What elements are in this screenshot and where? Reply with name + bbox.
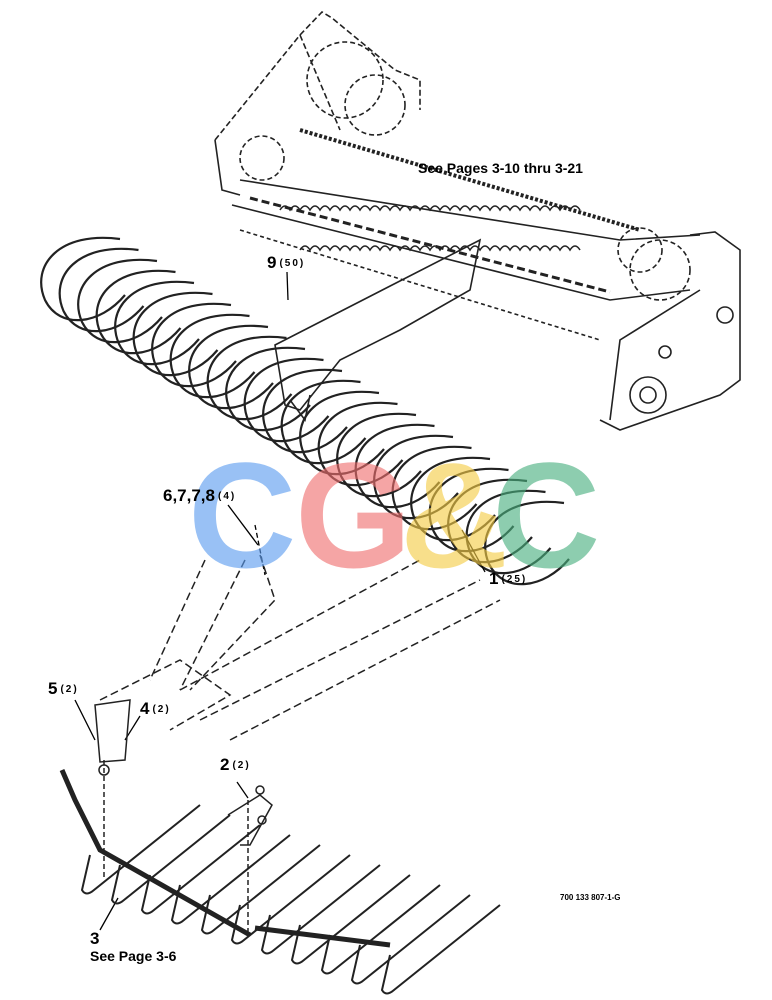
stripper-bar	[410, 456, 496, 542]
stripper-bar	[95, 269, 182, 355]
stripper-bar	[206, 335, 293, 421]
callout-4-number: 4	[140, 699, 150, 718]
reference-note-bottom: See Page 3-6	[90, 948, 177, 964]
windguard-tine	[110, 814, 231, 905]
reference-note-top: See Pages 3-10 thru 3-21	[418, 160, 583, 176]
stripper-bar	[336, 412, 422, 498]
stripper-bar	[225, 346, 311, 432]
mounting-arms-drawing	[94, 554, 501, 846]
stripper-bar	[484, 500, 570, 586]
callout-2: 2(2)	[220, 756, 251, 774]
stripper-bar	[391, 445, 478, 531]
windguard-tine	[350, 894, 471, 985]
callout-6-7-7-8-qty: (4)	[218, 491, 237, 502]
windguard-tine	[140, 824, 261, 915]
stripper-bar	[447, 478, 533, 564]
windguard-tine	[260, 864, 381, 955]
callout-5-number: 5	[48, 679, 58, 698]
stripper-bar	[114, 280, 200, 366]
callout-1: 1(25)	[489, 570, 527, 588]
windguard-tine	[380, 904, 501, 995]
windguard-tine	[320, 884, 441, 975]
callout-6-7-7-8-number: 6,7,7,8	[163, 486, 215, 505]
stripper-bar	[317, 401, 404, 487]
watermark-ampersand: &	[400, 431, 509, 599]
callout-9-qty: (50)	[279, 258, 306, 269]
leader-lines	[74, 271, 486, 935]
drawing-part-number: 700 133 807-1-G	[560, 893, 621, 902]
stripper-bar	[373, 434, 459, 520]
stripper-bar	[243, 357, 330, 443]
windguard-drawing	[59, 769, 501, 995]
callout-5: 5(2)	[48, 680, 79, 698]
stripper-bar	[262, 368, 348, 454]
windguard-tine	[170, 834, 291, 925]
stripper-bar	[354, 423, 441, 509]
windguard-tine	[80, 804, 201, 895]
stripper-bar	[428, 467, 515, 553]
stripper-bar	[299, 390, 385, 476]
callout-2-number: 2	[220, 755, 230, 774]
callout-2-qty: (2)	[232, 760, 251, 771]
stripper-bar	[188, 324, 274, 410]
windguard-tine	[230, 854, 351, 945]
callout-5-qty: (2)	[60, 684, 79, 695]
watermark-letter-g: G	[295, 431, 412, 599]
stripper-bars-drawing	[40, 236, 570, 586]
callout-9-number: 9	[267, 253, 277, 272]
callout-4-qty: (2)	[152, 704, 171, 715]
header-frame-drawing	[214, 10, 741, 431]
stripper-bar	[151, 302, 237, 388]
windguard-tine	[200, 844, 321, 935]
watermark-letter-c2: C	[492, 431, 601, 599]
stripper-bar	[465, 489, 552, 575]
callout-3-number: 3	[90, 929, 100, 948]
callout-1-qty: (25)	[501, 574, 528, 585]
callout-9: 9(50)	[267, 254, 305, 272]
callout-4: 4(2)	[140, 700, 171, 718]
stripper-bar	[280, 379, 367, 465]
watermark-letter-c1: C	[188, 431, 297, 599]
stripper-bar	[58, 247, 145, 333]
callout-3: 3	[90, 930, 99, 948]
windguard-tube	[59, 769, 391, 948]
stripper-bar	[169, 313, 256, 399]
callout-6-7-7-8: 6,7,7,8(4)	[163, 487, 236, 505]
stripper-bar	[40, 236, 126, 322]
stripper-bar	[132, 291, 219, 377]
stripper-bar	[77, 258, 163, 344]
windguard-tine	[290, 874, 411, 965]
callout-1-number: 1	[489, 569, 499, 588]
